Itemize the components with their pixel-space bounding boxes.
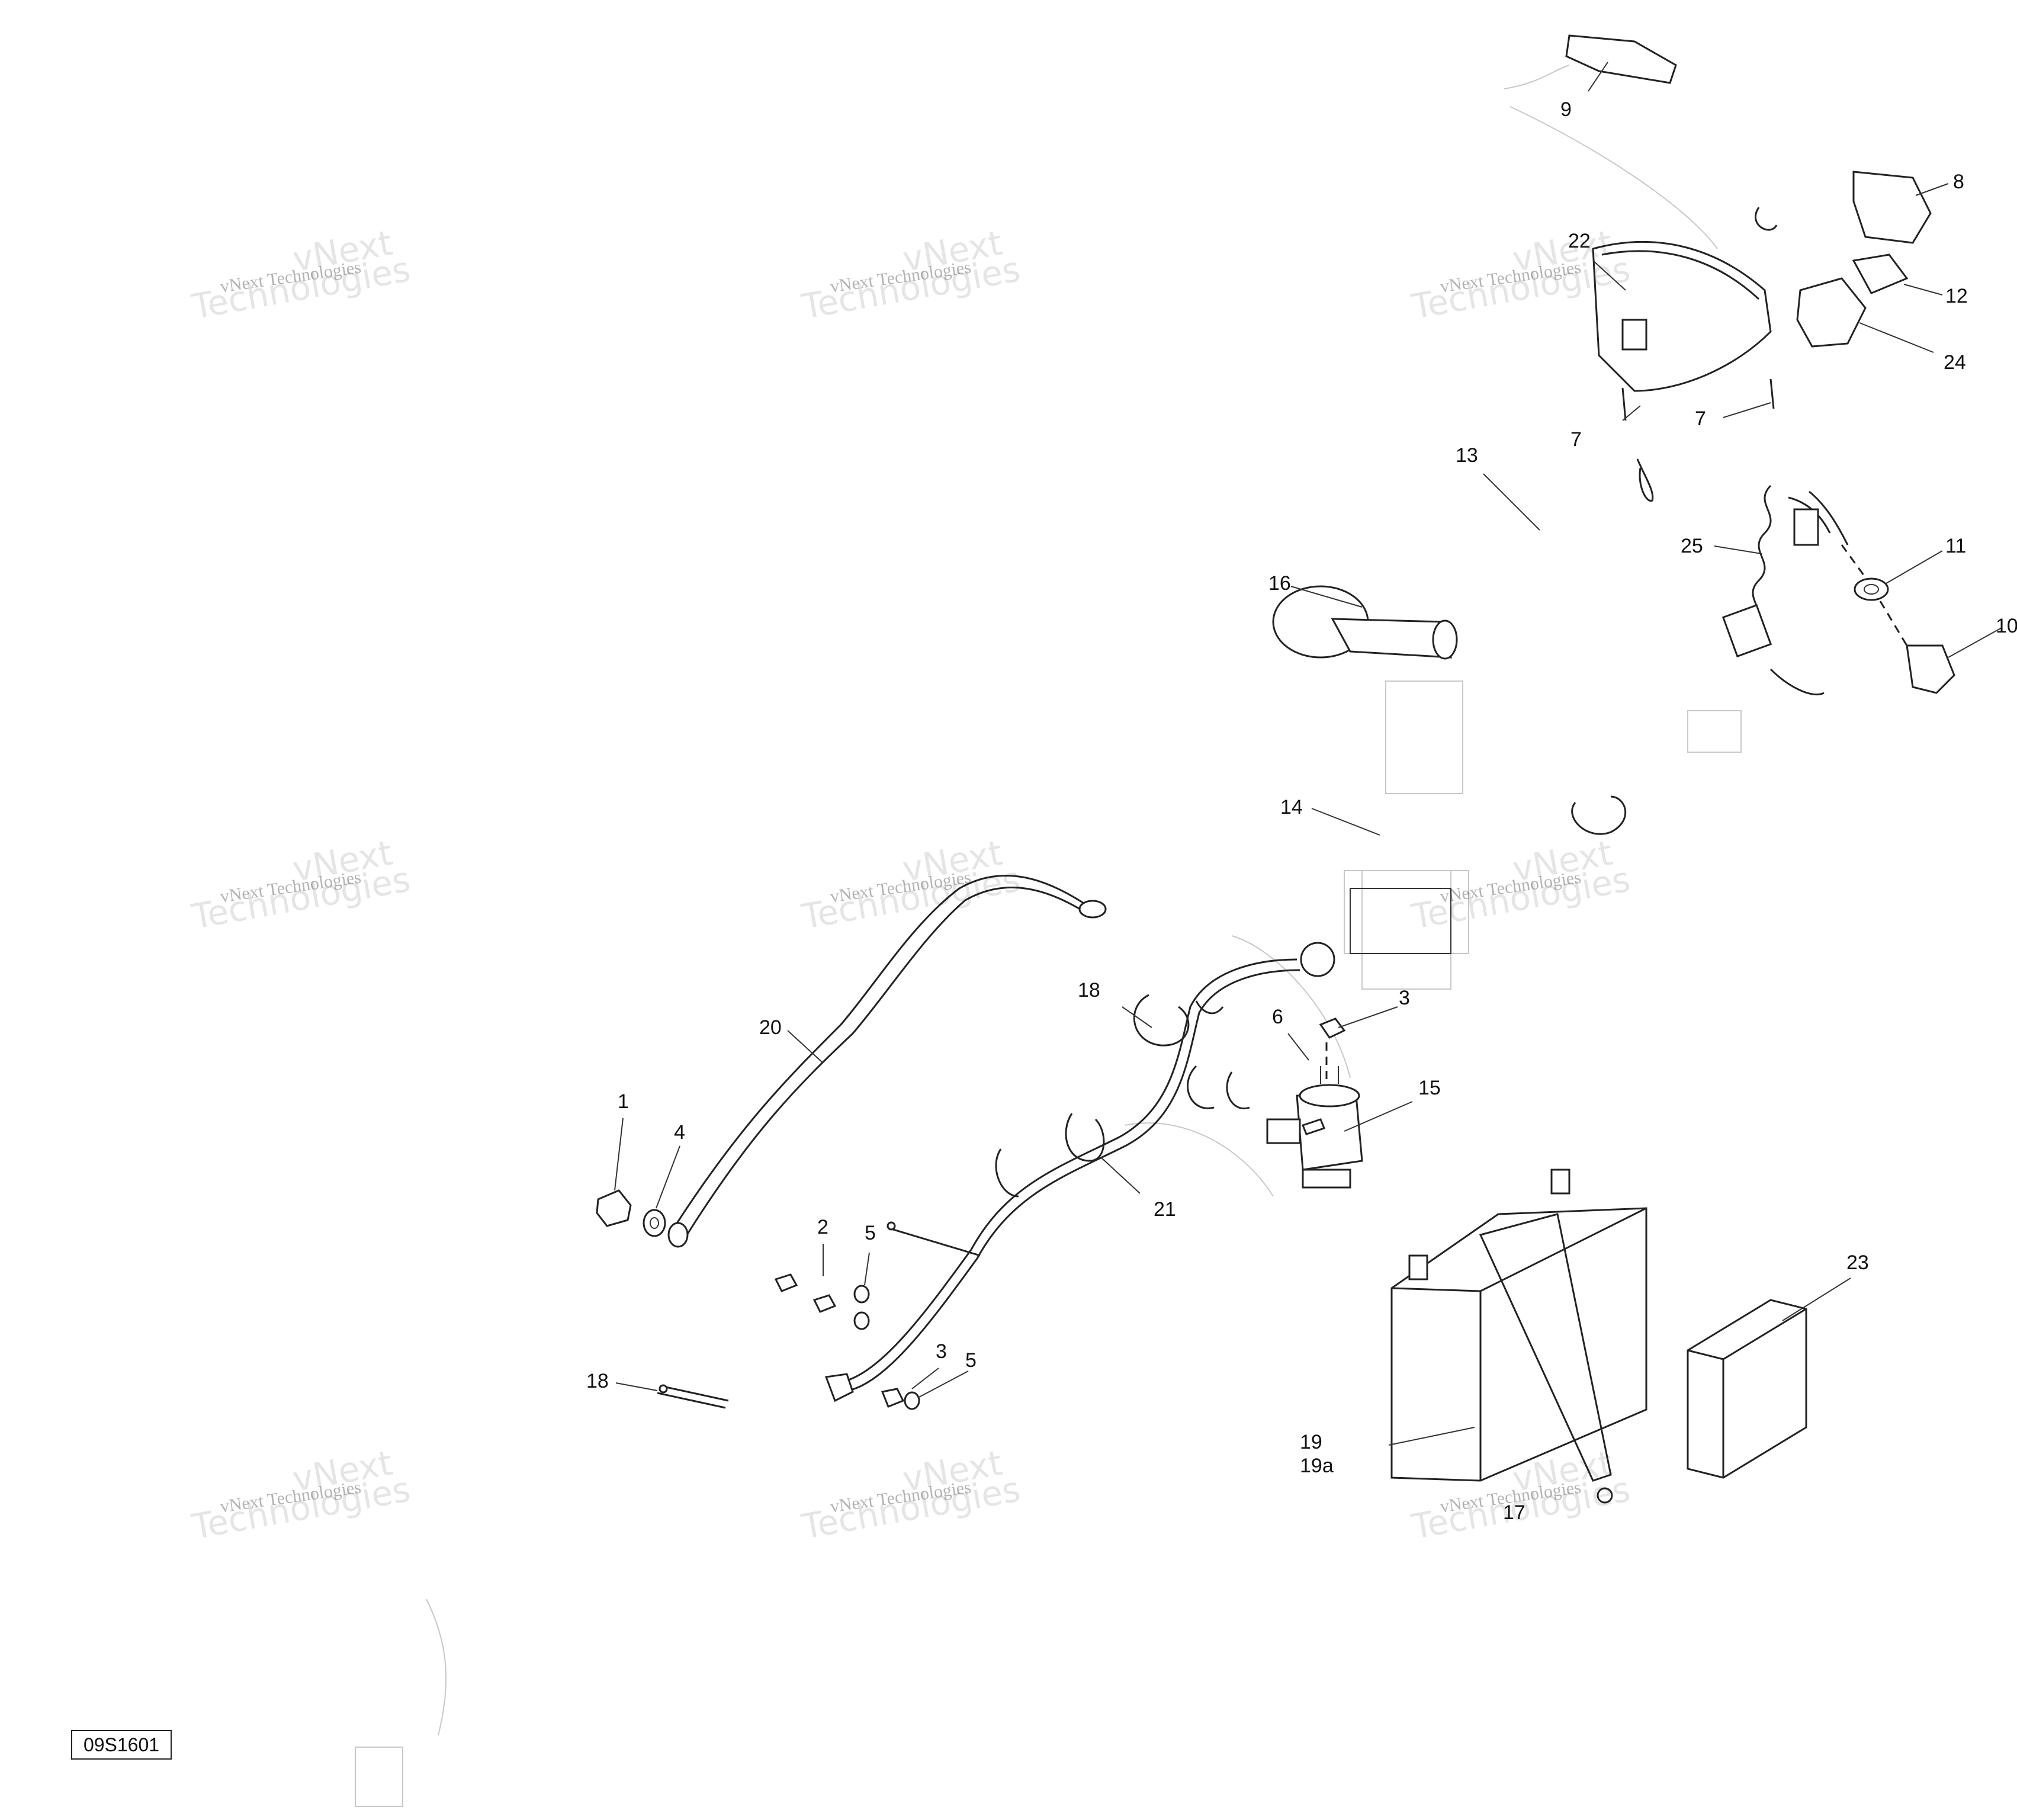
callout-5: 5 bbox=[965, 1349, 977, 1372]
part-3-nut-upper bbox=[1319, 1017, 1346, 1039]
callout-12: 12 bbox=[1945, 285, 1968, 307]
callout-24: 24 bbox=[1944, 351, 1966, 374]
part-23-module bbox=[1687, 1299, 1807, 1479]
part-25-coiled-tether bbox=[1721, 484, 1849, 696]
part-13-harness-tie bbox=[1636, 207, 1778, 502]
callout-7: 7 bbox=[1695, 407, 1706, 430]
part-11-nut bbox=[1841, 544, 1889, 601]
part-14-fuse-box bbox=[1344, 870, 1469, 954]
callout-5: 5 bbox=[865, 1222, 876, 1244]
callout-14: 14 bbox=[1280, 796, 1303, 818]
part-19-battery bbox=[1390, 1169, 1647, 1482]
part-4-washer bbox=[643, 1209, 666, 1237]
callout-8: 8 bbox=[1953, 171, 1964, 193]
callout-20: 20 bbox=[759, 1016, 782, 1039]
part-17-strap bbox=[1479, 1213, 1613, 1504]
part-24-connector bbox=[1796, 277, 1867, 348]
leader-lines bbox=[614, 62, 2002, 1446]
callout-9: 9 bbox=[1560, 98, 1572, 121]
callout-16: 16 bbox=[1268, 572, 1291, 595]
part-2-screws bbox=[774, 1273, 837, 1313]
callout-25: 25 bbox=[1681, 535, 1703, 557]
callout-15: 15 bbox=[1418, 1077, 1441, 1099]
callout-18: 18 bbox=[586, 1370, 609, 1392]
callout-19a: 19a bbox=[1300, 1455, 1334, 1477]
part-12-switch bbox=[1852, 253, 1909, 294]
part-16-boot bbox=[1272, 585, 1458, 660]
part-14-clamp-ring bbox=[1571, 795, 1627, 835]
ghost-frame-parts bbox=[355, 106, 1742, 1807]
callout-19: 19 bbox=[1300, 1431, 1322, 1453]
callout-11: 11 bbox=[1945, 535, 1967, 557]
part-18-cable-tie bbox=[657, 1384, 729, 1409]
part-8-switch bbox=[1852, 171, 1932, 244]
part-18-clamps bbox=[995, 994, 1250, 1198]
callout-10: 10 bbox=[1996, 615, 2017, 637]
part-5-washers bbox=[853, 1285, 920, 1410]
callout-18: 18 bbox=[1078, 979, 1100, 1002]
part-20-battery-cable bbox=[667, 874, 1107, 1248]
callout-2: 2 bbox=[817, 1216, 828, 1238]
callout-1: 1 bbox=[618, 1090, 629, 1113]
callout-23: 23 bbox=[1846, 1251, 1869, 1274]
drawing-id-label: 09S1601 bbox=[71, 1730, 172, 1760]
part-7-screws bbox=[1621, 378, 1775, 421]
callout-7: 7 bbox=[1570, 428, 1582, 451]
callout-6: 6 bbox=[1272, 1006, 1283, 1028]
part-6-screw bbox=[1302, 1042, 1328, 1135]
callout-3: 3 bbox=[1399, 987, 1410, 1009]
callout-21: 21 bbox=[1154, 1198, 1176, 1221]
part-21-cable bbox=[824, 942, 1335, 1402]
callout-3: 3 bbox=[936, 1340, 947, 1363]
part-10-key-switch bbox=[1879, 601, 1955, 694]
callout-13: 13 bbox=[1456, 444, 1478, 467]
part-9-switch bbox=[1504, 34, 1677, 89]
callout-4: 4 bbox=[674, 1121, 685, 1144]
part-15-solenoid bbox=[1266, 1066, 1363, 1189]
part-3-nut-lower bbox=[881, 1388, 905, 1408]
callout-17: 17 bbox=[1503, 1501, 1525, 1524]
part-22-gauge-cluster bbox=[1592, 240, 1772, 392]
part-1-bolt bbox=[596, 1189, 632, 1227]
callout-22: 22 bbox=[1568, 230, 1591, 252]
